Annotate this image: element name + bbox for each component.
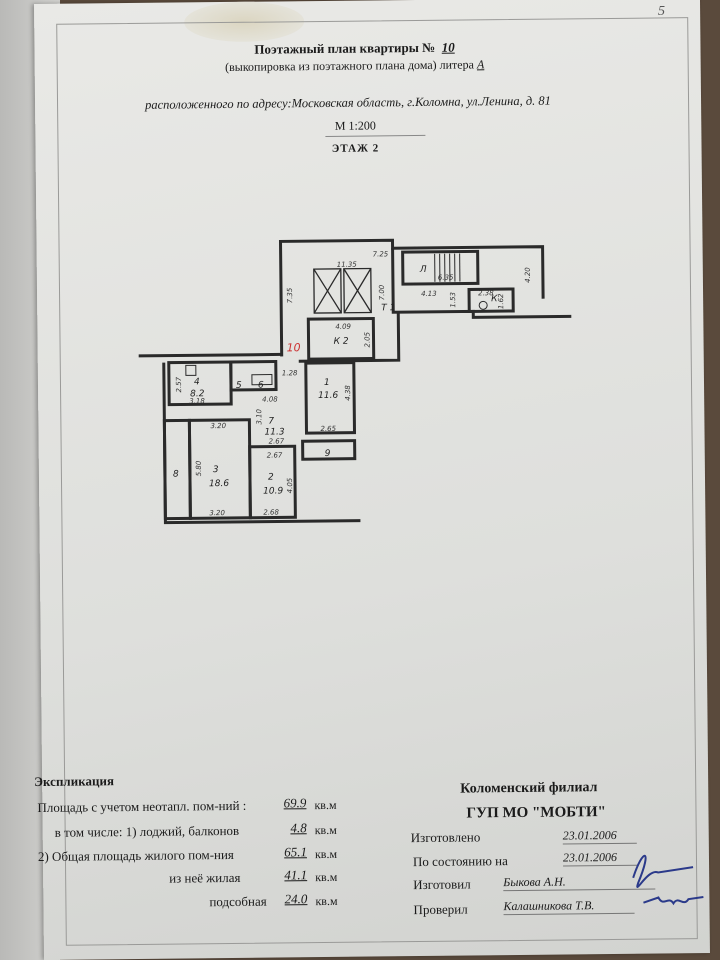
explication-unit: кв.м [315,893,338,909]
room-1-area: 11.6 [318,391,338,401]
checker-label: Проверил [413,901,468,918]
dim: 2.57 [175,376,183,392]
dim: 3.18 [189,397,205,405]
room-9-number: 9 [325,449,331,459]
dim: 4.20 [524,267,532,283]
organization-name: ГУП МО "МОБТИ" [466,804,606,822]
room-7-number: 7 [268,417,274,427]
dim: 11.35 [337,261,358,269]
dim: 2.05 [363,331,371,347]
document-page: Поэтажный план квартиры № 10 (выкопировк… [34,0,710,960]
explication-label: Площадь с учетом неотапл. пом-ний : [37,797,247,816]
explication-value: 69.9 [283,795,307,811]
dim: 2.67 [267,451,283,459]
dim: 1.62 [497,293,505,309]
explication-label: 2) Общая площадь жилого пом-ния [37,846,234,865]
room-7-area: 11.3 [264,427,284,437]
explication-unit: кв.м [315,869,338,885]
chute-icon [478,300,488,310]
room-3-area: 18.6 [209,479,229,489]
dimensions: 7.25 11.35 7.35 7.00 6.35 4.13 1.53 2.38… [175,250,532,517]
room-8-number: 8 [173,470,179,480]
explication-value: 4.8 [290,820,307,836]
dim: 4.09 [335,323,351,331]
page-number: 5 [658,4,665,19]
dim: 7.25 [373,250,389,258]
explication-label: в том числе: 1) лоджий, балконов [54,822,240,840]
explication-title: Экспликация [34,773,115,790]
walls [138,238,572,525]
dim: 1.53 [449,292,457,308]
explication-unit: кв.м [314,797,337,813]
explication-value: 41.1 [284,867,308,883]
dim: 2.65 [320,425,336,433]
stair-label: Л [419,265,427,275]
room-labels: 10 1 11.6 2 10.9 3 18.6 4 8.2 5 6 7 11.3… [173,265,498,497]
room-4-number: 4 [194,377,200,387]
k2-label: К 2 [334,337,349,347]
stairs-icon [434,253,461,282]
explication-label: из неё жилая [169,869,241,886]
explication-label: подсобная [209,893,267,910]
signature [632,854,704,906]
apartment-mark: 10 [287,341,301,354]
floor-plan: 10 1 11.6 2 10.9 3 18.6 4 8.2 5 6 7 11.3… [138,238,572,525]
explication-value: 65.1 [284,844,307,860]
elevators [313,267,372,314]
dim: 4.08 [262,395,278,403]
dim: 2.67 [269,437,285,445]
dim: 4.38 [344,385,352,401]
author-label: Изготовил [413,876,471,893]
dim: 2.68 [263,508,279,516]
room-2-area: 10.9 [263,486,283,496]
explication-value: 24.0 [284,891,308,907]
made-label: Изготовлено [410,829,481,846]
room-5-number: 5 [236,381,242,391]
dim: 3.20 [209,509,225,517]
bathtub-icon [251,374,273,386]
t1-label: Т 1 [381,303,395,313]
dim: 7.00 [378,284,386,300]
explication-unit: кв.м [314,822,337,838]
dim: 5.80 [195,460,203,476]
room-4-area: 8.2 [190,389,205,399]
dim: 1.28 [282,369,298,377]
branch-name: Коломенский филиал [460,780,598,797]
dim: 2.38 [478,289,494,297]
dim: 4.05 [286,477,294,493]
dim: 3.10 [255,408,263,424]
stove-icon [185,364,197,376]
room-2-number: 2 [268,473,274,483]
dim: 6.35 [438,274,454,282]
dim: 3.20 [210,422,226,430]
explication-unit: кв.м [314,846,338,862]
state-label: По состоянию на [412,853,508,870]
dim: 7.35 [286,287,294,303]
k-label: К [491,294,498,304]
room-3-number: 3 [213,465,219,475]
room-1-number: 1 [324,378,330,388]
room-6-number: 6 [258,381,264,391]
dim: 4.13 [421,290,437,298]
